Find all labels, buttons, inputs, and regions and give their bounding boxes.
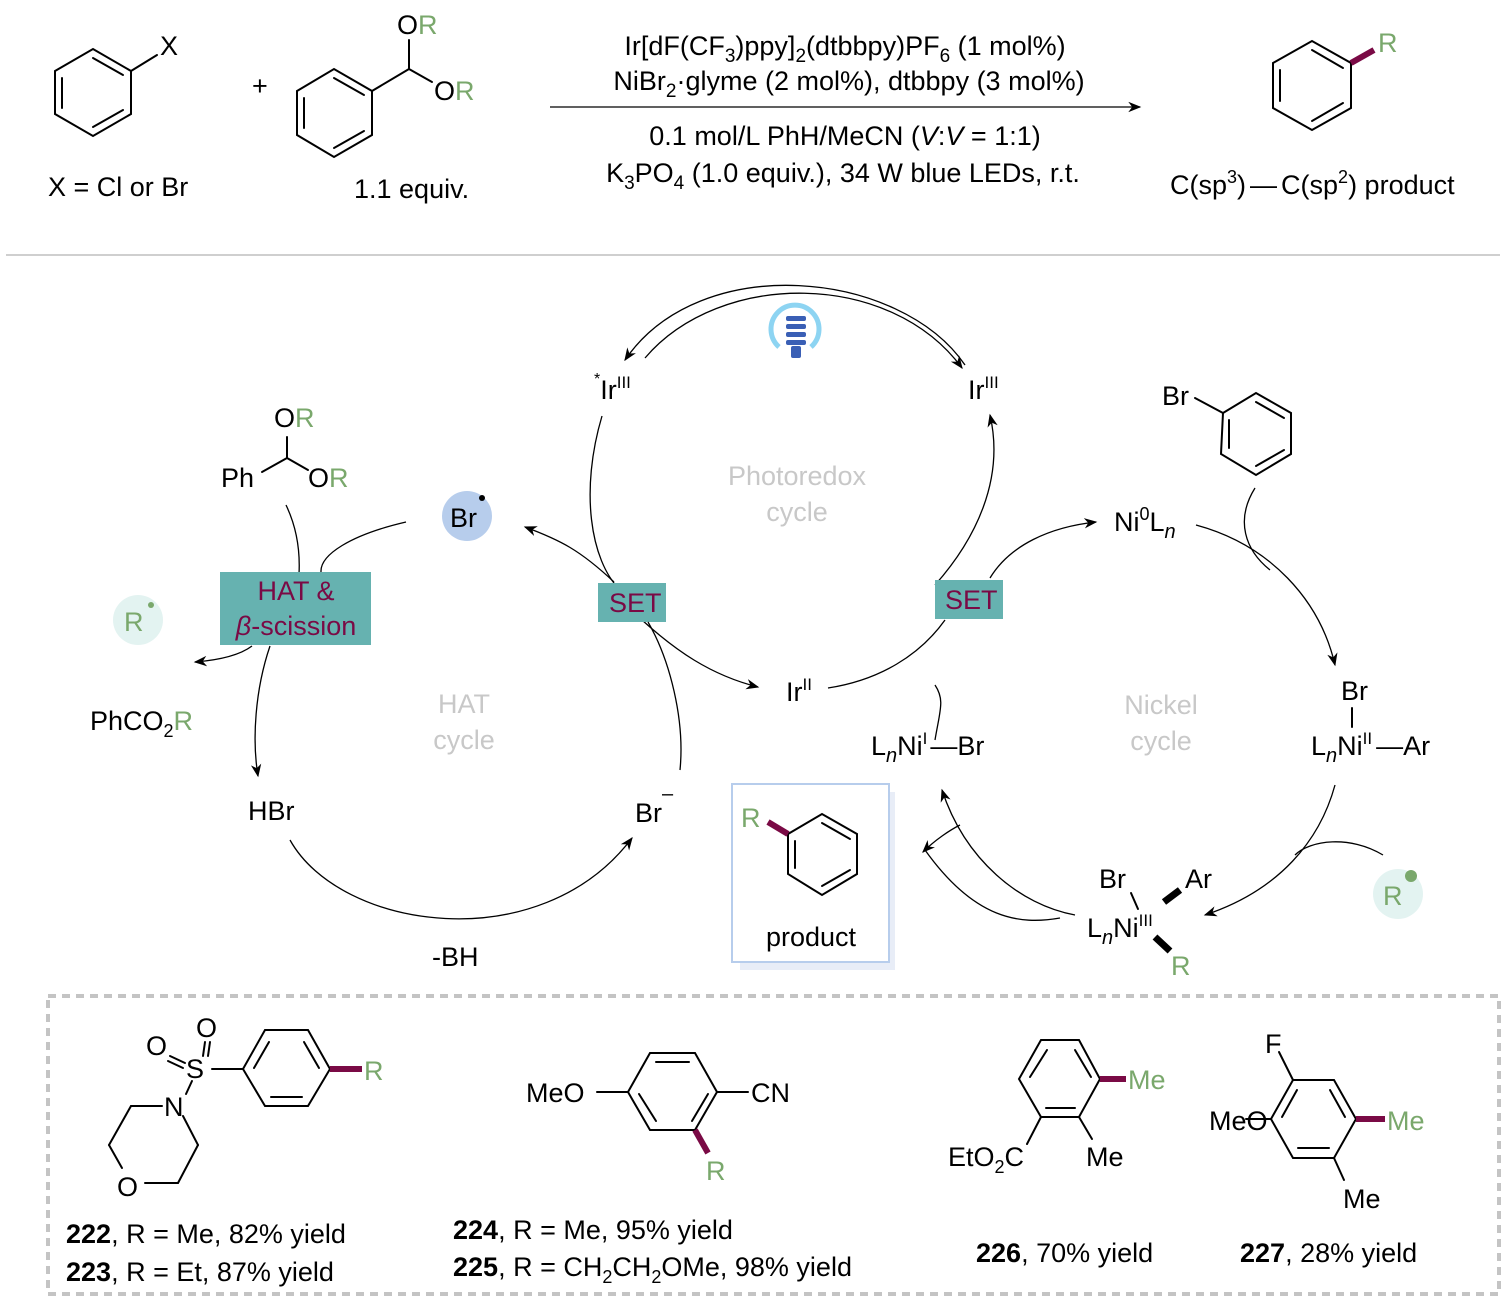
svg-text:Me: Me xyxy=(1387,1106,1425,1136)
svg-text:Me: Me xyxy=(1086,1142,1124,1172)
ni1-complex: LnNiI—Br xyxy=(871,729,984,767)
svg-text:LnNiII—Ar: LnNiII—Ar xyxy=(1311,729,1430,767)
conditions-catalyst: Ir[dF(CF3)ppy]2(dtbbpy)PF6 (1 mol%) xyxy=(624,31,1065,67)
nickel-cycle-label: Nickel xyxy=(1124,690,1198,720)
svg-text:N: N xyxy=(164,1092,184,1122)
svg-text:OR: OR xyxy=(397,10,438,40)
product-box-r: R xyxy=(741,803,761,833)
svg-text:MeO: MeO xyxy=(526,1078,585,1108)
reactant1-caption: X = Cl or Br xyxy=(48,172,188,202)
compound-223-label: 223, R = Et, 87% yield xyxy=(66,1257,334,1287)
svg-text:Ph: Ph xyxy=(221,463,254,493)
product-top: R C(sp3)—C(sp2) product xyxy=(1170,28,1455,200)
ester-byproduct: PhCO2R xyxy=(90,706,193,741)
svg-text:HAT &: HAT & xyxy=(257,576,334,606)
compound-224-label: 224, R = Me, 95% yield xyxy=(453,1215,733,1245)
svg-text:R: R xyxy=(364,1056,384,1086)
svg-text:F: F xyxy=(1265,1029,1282,1059)
br-radical: Br xyxy=(450,503,477,533)
hat-cycle-label-2: cycle xyxy=(433,725,495,755)
ni0-complex: Ni0Ln xyxy=(1114,504,1176,543)
compound-226-label: 226, 70% yield xyxy=(976,1238,1153,1268)
product-box-label: product xyxy=(766,922,857,952)
photoredox-cycle: *IrIII IrIII Photoredox cycle IrII xyxy=(589,284,999,707)
br-radical-bg xyxy=(442,491,492,541)
nickel-cycle: Ni0Ln Br Nickel cycle Br LnNiII—Ar R Br … xyxy=(871,381,1430,981)
conditions-solvent: 0.1 mol/L PhH/MeCN (V:V = 1:1) xyxy=(649,121,1040,151)
hat-beta-scission-box: HAT & β-scission xyxy=(220,572,371,645)
svg-text:OR: OR xyxy=(308,463,349,493)
conditions-base-light: K3PO4 (1.0 equiv.), 34 W blue LEDs, r.t. xyxy=(606,158,1080,194)
nickel-cycle-label-2: cycle xyxy=(1130,726,1192,756)
scope-box xyxy=(46,994,1501,1296)
radical-dot xyxy=(479,495,485,501)
set-box-right: SET xyxy=(935,580,1003,619)
ni2-complex: Br LnNiII—Ar xyxy=(1311,676,1430,767)
ni3-complex: Br Ar LnNiIII R xyxy=(1087,864,1212,981)
compound-227: F MeO Me Me xyxy=(1209,1029,1425,1214)
reactant-acetal: OR OR 1.1 equiv. xyxy=(296,10,475,204)
r-radical-hat: R xyxy=(124,607,144,637)
hat-cycle-label: HAT xyxy=(438,689,490,719)
ir-ground: IrIII xyxy=(968,373,999,405)
product-r-label: R xyxy=(1378,28,1398,58)
svg-text:LnNiIII: LnNiIII xyxy=(1087,911,1153,949)
svg-text:MeO: MeO xyxy=(1209,1106,1268,1136)
svg-text:OR: OR xyxy=(434,76,475,106)
acetal-r-bottom: R xyxy=(455,76,475,106)
product-box: R product xyxy=(731,783,895,970)
svg-text:R: R xyxy=(1171,951,1191,981)
acetal-o-bottom: O xyxy=(434,76,455,106)
aryl-bromide: Br xyxy=(1162,381,1292,477)
photoredox-cycle-label: Photoredox xyxy=(728,461,867,491)
ir-reduced: IrII xyxy=(786,675,812,707)
conditions-nickel: NiBr2·glyme (2 mol%), dtbbpy (3 mol%) xyxy=(613,66,1084,102)
compound-227-label: 227, 28% yield xyxy=(1240,1238,1417,1268)
reactant2-caption: 1.1 equiv. xyxy=(354,174,469,204)
compound-224: MeO CN R xyxy=(526,1052,790,1186)
compound-226: Me Me EtO2C xyxy=(948,1039,1166,1177)
plus-sign: + xyxy=(252,71,268,101)
acetal-r-top: R xyxy=(418,10,438,40)
svg-text:β-scission: β-scission xyxy=(235,611,356,641)
svg-text:O: O xyxy=(117,1172,138,1202)
svg-text:O: O xyxy=(196,1013,217,1043)
hat-cycle: OR Ph OR Br HAT & β-scission R PhCO2R HA… xyxy=(90,403,682,972)
r-radical-nickel: R xyxy=(1383,881,1403,911)
acetal-o-top: O xyxy=(397,10,418,40)
bromide-anion: Br– xyxy=(635,783,674,828)
svg-text:Br: Br xyxy=(1099,864,1126,894)
compound-222: O O S R N O xyxy=(108,1013,384,1202)
set-box-left: SET xyxy=(598,583,666,622)
base-loss: -BH xyxy=(432,942,479,972)
svg-text:OR: OR xyxy=(274,403,315,433)
photoredox-cycle-label-2: cycle xyxy=(766,497,828,527)
svg-text:R: R xyxy=(706,1156,726,1186)
svg-text:CN: CN xyxy=(751,1078,790,1108)
svg-text:S: S xyxy=(186,1054,204,1084)
compound-222-label: 222, R = Me, 82% yield xyxy=(66,1219,346,1249)
svg-text:SET: SET xyxy=(945,585,998,615)
reaction-conditions: Ir[dF(CF3)ppy]2(dtbbpy)PF6 (1 mol%) NiBr… xyxy=(550,31,1142,194)
svg-text:Br: Br xyxy=(1162,381,1189,411)
svg-text:Me: Me xyxy=(1128,1065,1166,1095)
acetal-intermediate: OR Ph OR xyxy=(221,403,349,493)
svg-text:SET: SET xyxy=(609,588,662,618)
svg-text:Ar: Ar xyxy=(1185,864,1212,894)
ir-excited: *IrIII xyxy=(594,371,631,405)
svg-text:Me: Me xyxy=(1343,1184,1381,1214)
excitation-arrow-inner xyxy=(644,292,963,370)
light-bulb-icon xyxy=(768,302,822,358)
compound-225-label: 225, R = CH2CH2OMe, 98% yield xyxy=(453,1252,852,1287)
reactant-aryl-halide: X X = Cl or Br xyxy=(48,31,188,202)
svg-text:Br: Br xyxy=(1341,676,1368,706)
hbr: HBr xyxy=(248,796,295,826)
halide-label: X xyxy=(160,31,178,61)
svg-text:EtO2C: EtO2C xyxy=(948,1142,1024,1177)
excitation-arrow-outer xyxy=(624,284,966,366)
svg-text:O: O xyxy=(146,1031,167,1061)
product-caption: C(sp3)—C(sp2) product xyxy=(1170,167,1455,200)
